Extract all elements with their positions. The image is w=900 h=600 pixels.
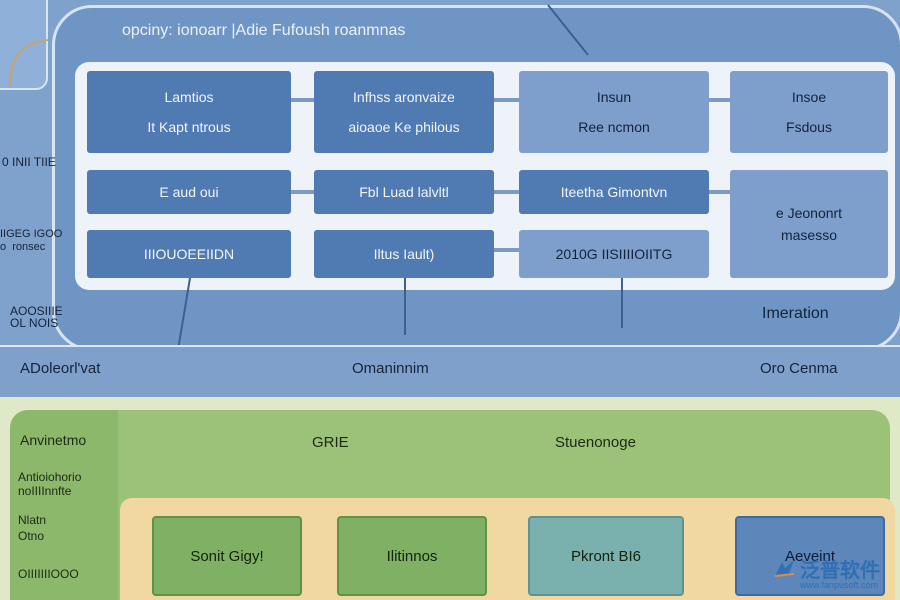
header-title: opciny: ionoarr |Adie Fufoush roanmnas	[122, 22, 406, 39]
box-line: aioaoe Ke philous	[348, 119, 460, 135]
green-header-right: Stuenonoge	[555, 434, 636, 451]
green-col-item-2: Nlatn Otno	[18, 513, 47, 543]
box-line: Fbl Luad lalvltl	[359, 184, 449, 200]
corner-card	[0, 0, 48, 90]
grid-box-r2-c1: E aud oui	[87, 170, 291, 214]
green-box-3: Pkront BI6	[528, 516, 684, 596]
box-line: masesso	[780, 227, 838, 243]
watermark-url: www.fanpusoft.com	[800, 580, 879, 590]
box-line: It Kapt ntrous	[147, 119, 231, 135]
grid-box-r3-c1: IIIOUOEEIIDN	[87, 230, 291, 278]
green-box-2: Ilitinnos	[337, 516, 487, 596]
box-line: e Jeononrt	[775, 205, 843, 221]
grid-box-r1-c1: Lamtios It Kapt ntrous	[87, 71, 291, 153]
watermark: 泛普软件 www.fanpusoft.com	[770, 552, 898, 598]
watermark-cn: 泛普软件	[800, 560, 880, 582]
grid-box-right-tall: e Jeononrt masesso	[730, 170, 888, 278]
box-line: Iltus Iault)	[373, 246, 435, 262]
grid-box-r2-c2: Fbl Luad lalvltl	[314, 170, 494, 214]
band-label-right: Oro Cenma	[760, 360, 838, 377]
box-line: Ree ncmon	[578, 119, 650, 135]
green-header-left: GRIE	[312, 434, 349, 451]
green-col-title: Anvinetmo	[20, 432, 87, 448]
grid-box-r3-c2: Iltus Iault)	[314, 230, 494, 278]
middle-band	[0, 345, 900, 397]
box-line: Lamtios	[164, 89, 214, 105]
band-label-center: Omaninnim	[352, 360, 429, 377]
band-label-left: ADoleorl'vat	[20, 360, 101, 377]
green-col-item-3: OIIIIIIIOOO	[18, 567, 79, 581]
box-line: E aud oui	[159, 184, 219, 200]
grid-box-r2-c3: Iteetha Gimontvn	[519, 170, 709, 214]
box-line: 2010G IISIIIIOIITG	[555, 246, 673, 262]
grid-box-r1-c3: Insun Ree ncmon	[519, 71, 709, 153]
green-left-column	[10, 410, 118, 600]
box-line: IIIOUOEEIIDN	[143, 246, 235, 262]
box-line: Insoe	[791, 89, 827, 105]
imeration-label: Imeration	[762, 305, 829, 322]
grid-box-r1-c4: Insoe Fsdous	[730, 71, 888, 153]
green-col-item-1: Antioiohorio noIIIInnfte	[18, 470, 82, 498]
green-box-1: Sonit Gigy!	[152, 516, 302, 596]
left-label-c: AOOSIIIE OL NOIS	[10, 304, 63, 330]
green-box-4: Aeveint	[735, 516, 885, 596]
box-line: Infhss aronvaize	[353, 89, 455, 105]
grid-box-r1-c2: Infhss aronvaize aioaoe Ke philous	[314, 71, 494, 153]
box-line: Iteetha Gimontvn	[560, 184, 668, 200]
box-line: Insun	[596, 89, 632, 105]
grid-box-r3-c3: 2010G IISIIIIOIITG	[519, 230, 709, 278]
box-line: Fsdous	[786, 119, 832, 135]
left-label-a: 0 INII TIIE	[2, 155, 56, 169]
logo-icon	[774, 560, 795, 577]
left-label-b: IIGEG IGOO o ronsec	[0, 228, 63, 253]
